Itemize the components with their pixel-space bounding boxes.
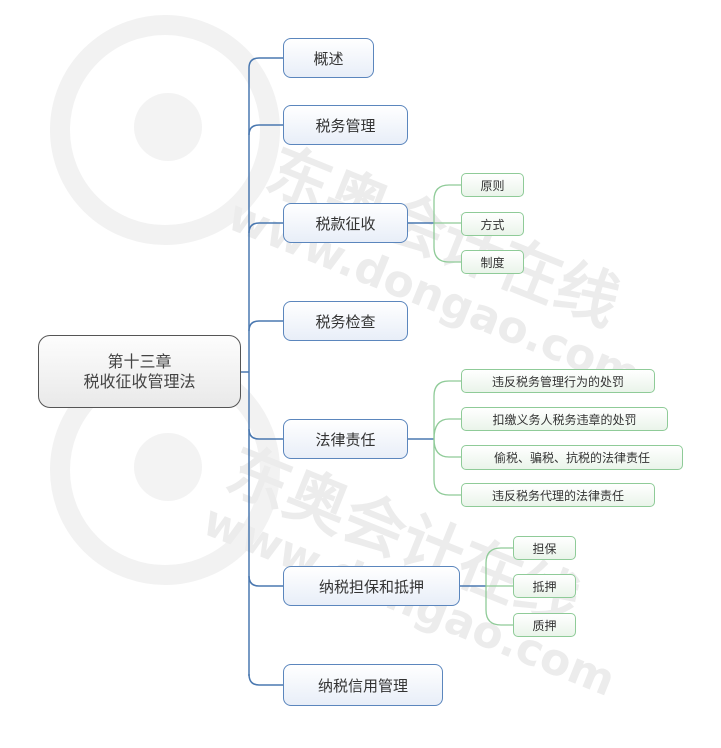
sub-label: 原则 bbox=[480, 178, 505, 193]
sub-tax-admin-violation-penalty[interactable]: 违反税务管理行为的处罚 bbox=[461, 369, 655, 393]
branch-label: 纳税信用管理 bbox=[317, 676, 408, 695]
branch-label: 税务检查 bbox=[315, 312, 376, 331]
sub-tax-agency-violation-liability[interactable]: 违反税务代理的法律责任 bbox=[461, 483, 655, 507]
sub-guarantee[interactable]: 担保 bbox=[513, 536, 576, 560]
branch-label: 税务管理 bbox=[315, 116, 376, 135]
branch-label: 税款征收 bbox=[315, 214, 376, 233]
branch-tax-inspection[interactable]: 税务检查 bbox=[283, 301, 408, 341]
branch-overview[interactable]: 概述 bbox=[283, 38, 374, 78]
sub-principle[interactable]: 原则 bbox=[461, 173, 524, 197]
root-title-line1: 第十三章 bbox=[107, 351, 172, 371]
sub-label: 违反税务管理行为的处罚 bbox=[491, 374, 624, 389]
sub-mortgage[interactable]: 抵押 bbox=[513, 574, 576, 598]
branch-legal-liability[interactable]: 法律责任 bbox=[283, 419, 408, 459]
sub-label: 抵押 bbox=[532, 579, 557, 594]
sub-tax-evasion-liability[interactable]: 偷税、骗税、抗税的法律责任 bbox=[461, 445, 683, 470]
branch-tax-administration[interactable]: 税务管理 bbox=[283, 105, 408, 145]
sub-system[interactable]: 制度 bbox=[461, 250, 524, 274]
branch-tax-credit-management[interactable]: 纳税信用管理 bbox=[283, 664, 443, 706]
sub-label: 担保 bbox=[532, 541, 557, 556]
sub-pledge[interactable]: 质押 bbox=[513, 613, 576, 637]
sub-label: 制度 bbox=[480, 255, 505, 270]
branch-tax-guarantee-mortgage[interactable]: 纳税担保和抵押 bbox=[283, 566, 460, 606]
sub-label: 扣缴义务人税务违章的处罚 bbox=[492, 412, 637, 427]
root-title-line2: 税收征收管理法 bbox=[83, 371, 196, 391]
branch-label: 法律责任 bbox=[315, 430, 376, 449]
sub-label: 偷税、骗税、抗税的法律责任 bbox=[493, 451, 650, 465]
sub-label: 违反税务代理的法律责任 bbox=[491, 488, 624, 503]
root-node[interactable]: 第十三章 税收征收管理法 bbox=[38, 335, 241, 408]
sub-withholding-agent-penalty[interactable]: 扣缴义务人税务违章的处罚 bbox=[461, 407, 668, 431]
sub-label: 方式 bbox=[480, 217, 505, 232]
branch-label: 纳税担保和抵押 bbox=[318, 577, 424, 596]
branch-tax-collection[interactable]: 税款征收 bbox=[283, 203, 408, 243]
branch-label: 概述 bbox=[313, 49, 344, 68]
sub-method[interactable]: 方式 bbox=[461, 212, 524, 236]
sub-label: 质押 bbox=[532, 618, 557, 633]
